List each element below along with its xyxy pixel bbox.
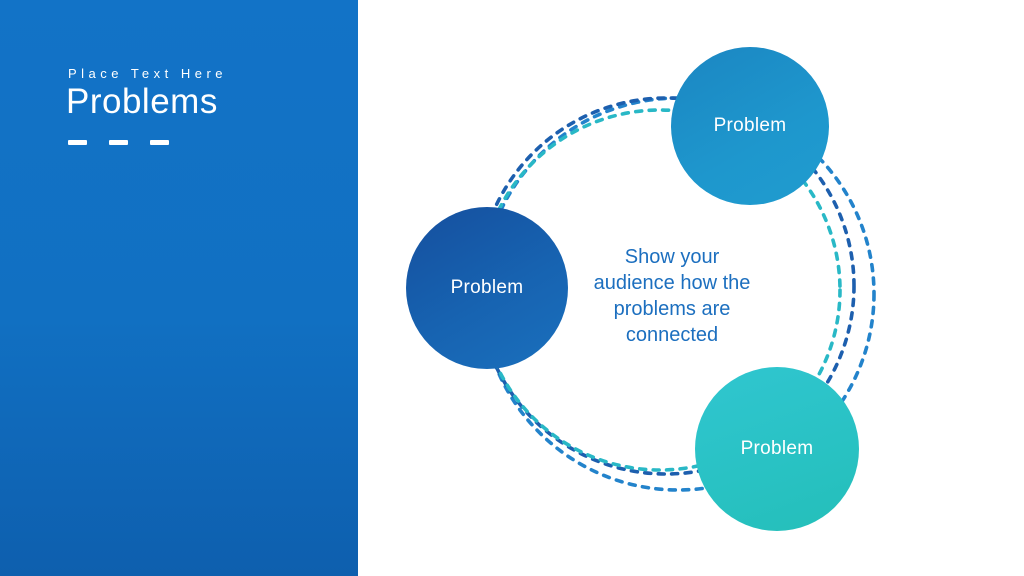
problem-node-left: Problem: [406, 207, 568, 369]
caption-line: connected: [625, 324, 719, 346]
problem-node-top: Problem: [671, 47, 829, 205]
center-caption: Show your audience how the problems are …: [567, 244, 777, 348]
kicker-text: Place Text Here: [68, 66, 228, 81]
problem-node-label: Problem: [740, 438, 814, 459]
caption-line: audience how the: [593, 272, 751, 294]
accent-dash: [150, 140, 169, 145]
ring-middle-navy: [476, 96, 856, 476]
accent-dash: [109, 140, 128, 145]
problem-node-label: Problem: [450, 277, 524, 298]
problem-node-bottom-right: Problem: [695, 367, 859, 531]
caption-line: problems are: [613, 298, 731, 320]
caption-line: Show your: [624, 246, 720, 268]
slide-title: Problems: [66, 82, 218, 121]
title-panel: Place Text Here Problems: [0, 0, 358, 576]
title-accent-dashes: [68, 140, 169, 145]
accent-dash: [68, 140, 87, 145]
problem-node-label: Problem: [713, 115, 787, 136]
